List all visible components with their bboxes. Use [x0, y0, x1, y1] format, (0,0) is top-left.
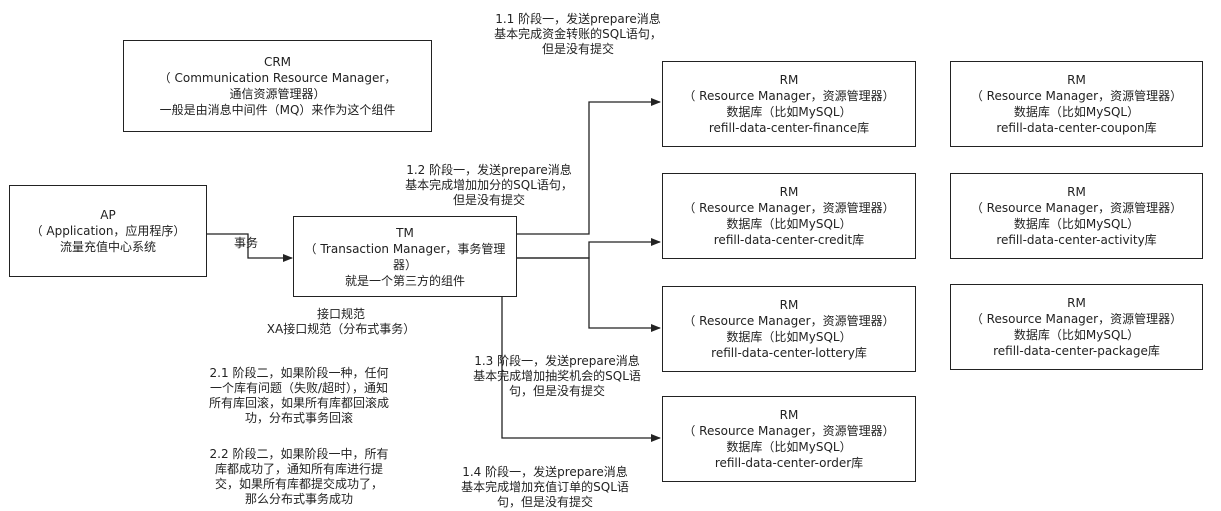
note-line: 库都成功了，通知所有库进行提 [214, 462, 383, 476]
rm-box-activity: RM （ Resource Manager，资源管理器） 数据库（比如MySQL… [950, 173, 1203, 259]
edge-tm-to-lottery [516, 257, 661, 332]
ap-fullname: （ Application，应用程序） [30, 224, 186, 238]
tm-box: TM （ Transaction Manager，事务管理 器） 就是一个第三方… [293, 216, 517, 297]
interface-note-line: 接口规范 [316, 307, 365, 321]
interface-note-line: XA接口规范（分布式事务） [266, 322, 416, 336]
note-line: 句，但是没有提交 [508, 384, 605, 398]
crm-title: CRM [263, 55, 292, 69]
crm-fullname: （ Communication Resource Manager， [158, 71, 397, 85]
rm-db-name: refill-data-center-credit库 [713, 233, 865, 247]
note-line: 那么分布式事务成功 [244, 492, 353, 506]
note-line: 一个库有问题（失败/超时），通知 [209, 381, 389, 395]
rm-title: RM [1067, 185, 1086, 199]
note-line: 但是没有提交 [541, 42, 614, 56]
note-line: 2.1 阶段二，如果阶段一种，任何 [209, 366, 389, 380]
rm-fullname: （ Resource Manager，资源管理器） [970, 201, 1183, 215]
rm-fullname: （ Resource Manager，资源管理器） [970, 89, 1183, 103]
phase1-note-order: 1.4 阶段一，发送prepare消息 基本完成增加充值订单的SQL语 句，但是… [430, 465, 660, 510]
phase1-note-credit: 1.2 阶段一，发送prepare消息 基本完成增加加分的SQL语句， 但是没有… [374, 163, 604, 208]
note-line: 基本完成资金转账的SQL语句， [494, 27, 662, 41]
rm-db-name: refill-data-center-activity库 [996, 233, 1157, 247]
rm-db-name: refill-data-center-lottery库 [711, 346, 867, 360]
rm-title: RM [779, 408, 799, 422]
note-line: 2.2 阶段二，如果阶段一中，所有 [209, 447, 389, 461]
rm-db-name: refill-data-center-order库 [714, 456, 864, 470]
note-line: 1.3 阶段一，发送prepare消息 [474, 354, 640, 368]
phase2-note-rollback: 2.1 阶段二，如果阶段一种，任何 一个库有问题（失败/超时），通知 所有库回滚… [186, 366, 412, 426]
tm-title: TM [396, 225, 414, 240]
rm-db-type: 数据库（比如MySQL） [1013, 105, 1140, 119]
ap-box: AP （ Application，应用程序） 流量充值中心系统 [9, 185, 207, 277]
note-line: 基本完成增加抽奖机会的SQL语 [473, 369, 641, 383]
note-line: 1.2 阶段一，发送prepare消息 [406, 163, 572, 177]
ap-title: AP [100, 208, 116, 222]
rm-db-name: refill-data-center-package库 [993, 344, 1160, 358]
note-line: 基本完成增加充值订单的SQL语 [461, 480, 629, 494]
rm-title: RM [1067, 296, 1086, 310]
rm-db-type: 数据库（比如MySQL） [726, 217, 852, 231]
crm-box: CRM （ Communication Resource Manager， 通信… [123, 40, 432, 132]
note-line: 句，但是没有提交 [496, 495, 593, 509]
rm-db-type: 数据库（比如MySQL） [726, 440, 852, 454]
crm-description: 一般是由消息中间件（MQ）来作为这个组件 [159, 103, 396, 117]
rm-box-credit: RM （ Resource Manager，资源管理器） 数据库（比如MySQL… [662, 173, 916, 259]
rm-box-coupon: RM （ Resource Manager，资源管理器） 数据库（比如MySQL… [950, 61, 1203, 147]
tm-fullname: （ Transaction Manager，事务管理 [304, 241, 506, 256]
edge-label-transaction: 事务 [234, 236, 259, 250]
rm-box-package: RM （ Resource Manager，资源管理器） 数据库（比如MySQL… [950, 284, 1203, 370]
rm-title: RM [1067, 73, 1086, 87]
phase2-note-commit: 2.2 阶段二，如果阶段一中，所有 库都成功了，通知所有库进行提 交，如果所有库… [186, 447, 412, 507]
rm-fullname: （ Resource Manager，资源管理器） [683, 201, 895, 215]
rm-db-type: 数据库（比如MySQL） [726, 330, 852, 344]
note-line: 但是没有提交 [452, 193, 525, 207]
rm-db-name: refill-data-center-coupon库 [996, 121, 1157, 135]
phase1-note-lottery: 1.3 阶段一，发送prepare消息 基本完成增加抽奖机会的SQL语 句，但是… [442, 354, 672, 399]
rm-box-finance: RM （ Resource Manager，资源管理器） 数据库（比如MySQL… [662, 61, 916, 147]
rm-fullname: （ Resource Manager，资源管理器） [970, 312, 1183, 326]
edge-ap-to-tm [207, 233, 293, 262]
rm-box-order: RM （ Resource Manager，资源管理器） 数据库（比如MySQL… [662, 396, 916, 482]
tm-description: 就是一个第三方的组件 [344, 273, 465, 288]
rm-db-type: 数据库（比如MySQL） [1013, 217, 1140, 231]
rm-fullname: （ Resource Manager，资源管理器） [683, 89, 895, 103]
edge-tm-to-order [501, 297, 661, 442]
interface-note: 接口规范 XA接口规范（分布式事务） [251, 307, 431, 337]
note-line: 1.4 阶段一，发送prepare消息 [462, 465, 628, 479]
note-line: 1.1 阶段一，发送prepare消息 [495, 12, 661, 26]
rm-title: RM [779, 185, 799, 199]
note-line: 交，如果所有库都提交成功了， [214, 477, 383, 491]
rm-db-type: 数据库（比如MySQL） [1013, 328, 1140, 342]
ap-description: 流量充值中心系统 [59, 240, 156, 254]
note-line: 基本完成增加加分的SQL语句， [405, 178, 573, 192]
phase1-note-finance: 1.1 阶段一，发送prepare消息 基本完成资金转账的SQL语句， 但是没有… [463, 12, 693, 57]
tm-fullname-cont: 器） [392, 257, 417, 272]
rm-db-name: refill-data-center-finance库 [708, 121, 870, 135]
crm-cn-name: 通信资源管理器） [229, 87, 326, 101]
edge-tm-to-credit [516, 238, 661, 259]
rm-fullname: （ Resource Manager，资源管理器） [683, 314, 895, 328]
note-line: 功，分布式事务回滚 [244, 411, 353, 425]
rm-box-lottery: RM （ Resource Manager，资源管理器） 数据库（比如MySQL… [662, 286, 916, 372]
rm-title: RM [779, 298, 799, 312]
note-line: 所有库回滚，如果所有库都回滚成 [208, 396, 389, 410]
rm-fullname: （ Resource Manager，资源管理器） [683, 424, 895, 438]
rm-title: RM [779, 73, 799, 87]
edge-tm-to-finance [516, 98, 661, 235]
rm-db-type: 数据库（比如MySQL） [726, 105, 852, 119]
